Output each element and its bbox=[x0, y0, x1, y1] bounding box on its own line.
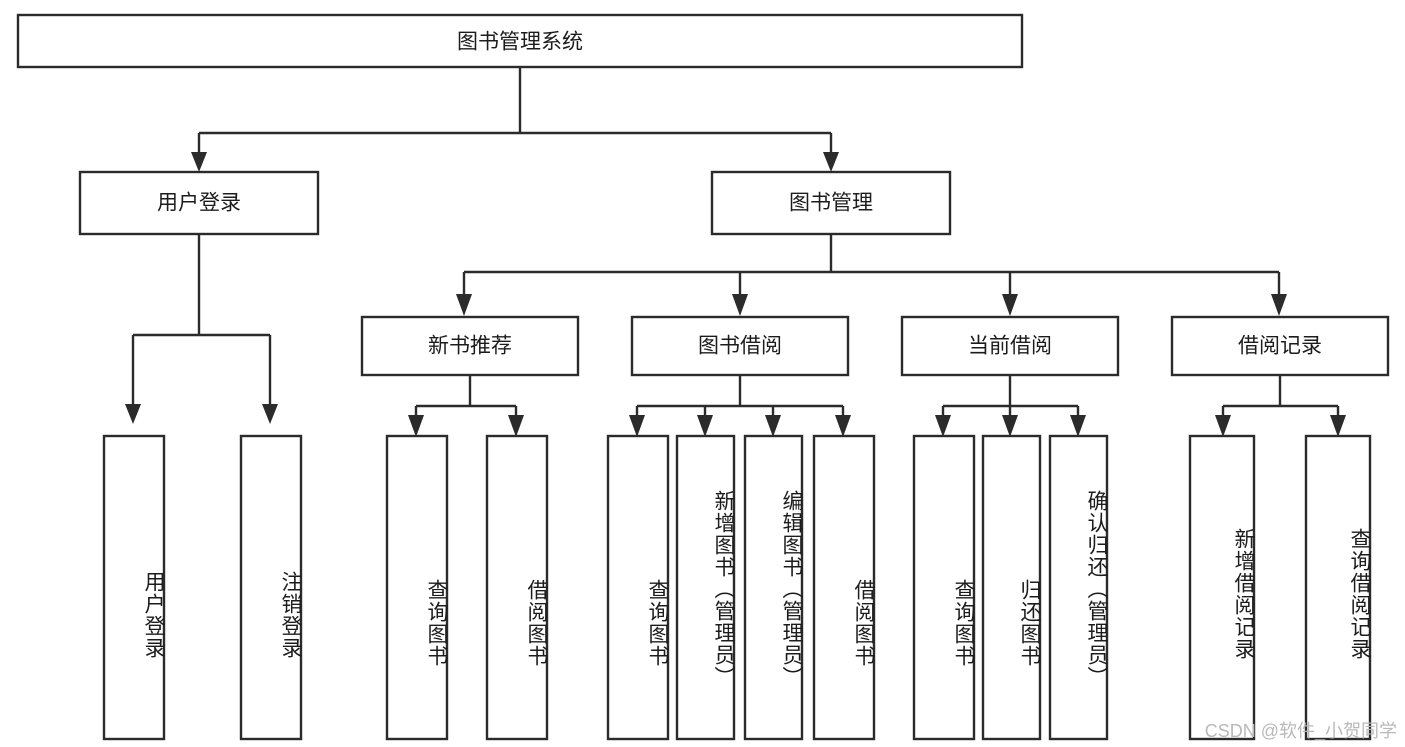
arrow-borrow-record-l1 bbox=[1215, 415, 1231, 437]
leaf-box-query-record[interactable] bbox=[1304, 434, 1372, 741]
arrow-root-to-book-manage bbox=[823, 152, 839, 172]
leaf-box-edit-book[interactable] bbox=[743, 434, 804, 741]
leaf-box-borrow-book-1[interactable] bbox=[485, 434, 549, 741]
arrow-new-book-l2 bbox=[508, 415, 524, 437]
arrow-user-login-l1 bbox=[125, 404, 141, 424]
leaf-box-query-book-2[interactable] bbox=[606, 434, 670, 741]
leaf-box-query-book-3[interactable] bbox=[912, 434, 976, 741]
arrow-current-borrow-l3 bbox=[1070, 415, 1086, 437]
leaf-box-add-book[interactable] bbox=[675, 434, 736, 741]
arrow-borrow-record-l2 bbox=[1330, 415, 1346, 437]
arrow-new-book-l1 bbox=[408, 415, 424, 437]
arrow-book-borrow-l3 bbox=[765, 415, 781, 437]
leaf-box-borrow-book-2[interactable] bbox=[812, 434, 876, 741]
csdn-watermark: CSDN @软件_小贺同学 bbox=[1204, 721, 1397, 741]
arrow-bm-to-borrow-record bbox=[1271, 294, 1287, 316]
node-book-manage-box[interactable] bbox=[710, 170, 952, 236]
node-book-manage-label: 图书管理 bbox=[789, 192, 873, 215]
node-new-book-rec-box[interactable] bbox=[360, 315, 580, 377]
node-root-box[interactable] bbox=[16, 13, 1024, 69]
arrow-bm-to-book-borrow bbox=[732, 294, 748, 316]
arrow-book-borrow-l2 bbox=[697, 415, 713, 437]
node-borrow-record-label: 借阅记录 bbox=[1238, 335, 1322, 358]
node-current-borrow-label: 当前借阅 bbox=[968, 335, 1052, 358]
arrow-bm-to-current-borrow bbox=[1002, 294, 1018, 316]
leaf-box-user-login[interactable] bbox=[102, 434, 166, 741]
node-current-borrow-box[interactable] bbox=[900, 315, 1120, 377]
node-user-login-label: 用户登录 bbox=[157, 192, 241, 215]
node-borrow-record-box[interactable] bbox=[1170, 315, 1390, 377]
node-new-book-rec-label: 新书推荐 bbox=[428, 335, 512, 358]
arrow-current-borrow-l1 bbox=[935, 415, 951, 437]
arrow-root-to-user-login bbox=[191, 152, 207, 172]
leaf-box-query-book-1[interactable] bbox=[385, 434, 449, 741]
node-book-borrow-box[interactable] bbox=[630, 315, 850, 377]
arrow-book-borrow-l4 bbox=[835, 415, 851, 437]
leaf-box-add-record[interactable] bbox=[1188, 434, 1256, 741]
node-book-borrow-label: 图书借阅 bbox=[698, 335, 782, 358]
leaf-box-confirm-return[interactable] bbox=[1048, 434, 1109, 741]
arrow-user-login-l2 bbox=[262, 404, 278, 424]
node-root-label: 图书管理系统 bbox=[457, 31, 583, 54]
arrow-current-borrow-l2 bbox=[1002, 415, 1018, 437]
leaf-box-logout[interactable] bbox=[239, 434, 303, 741]
leaf-box-return-book[interactable] bbox=[981, 434, 1042, 741]
arrow-bm-to-new-book bbox=[456, 294, 472, 316]
arrow-book-borrow-l1 bbox=[629, 415, 645, 437]
